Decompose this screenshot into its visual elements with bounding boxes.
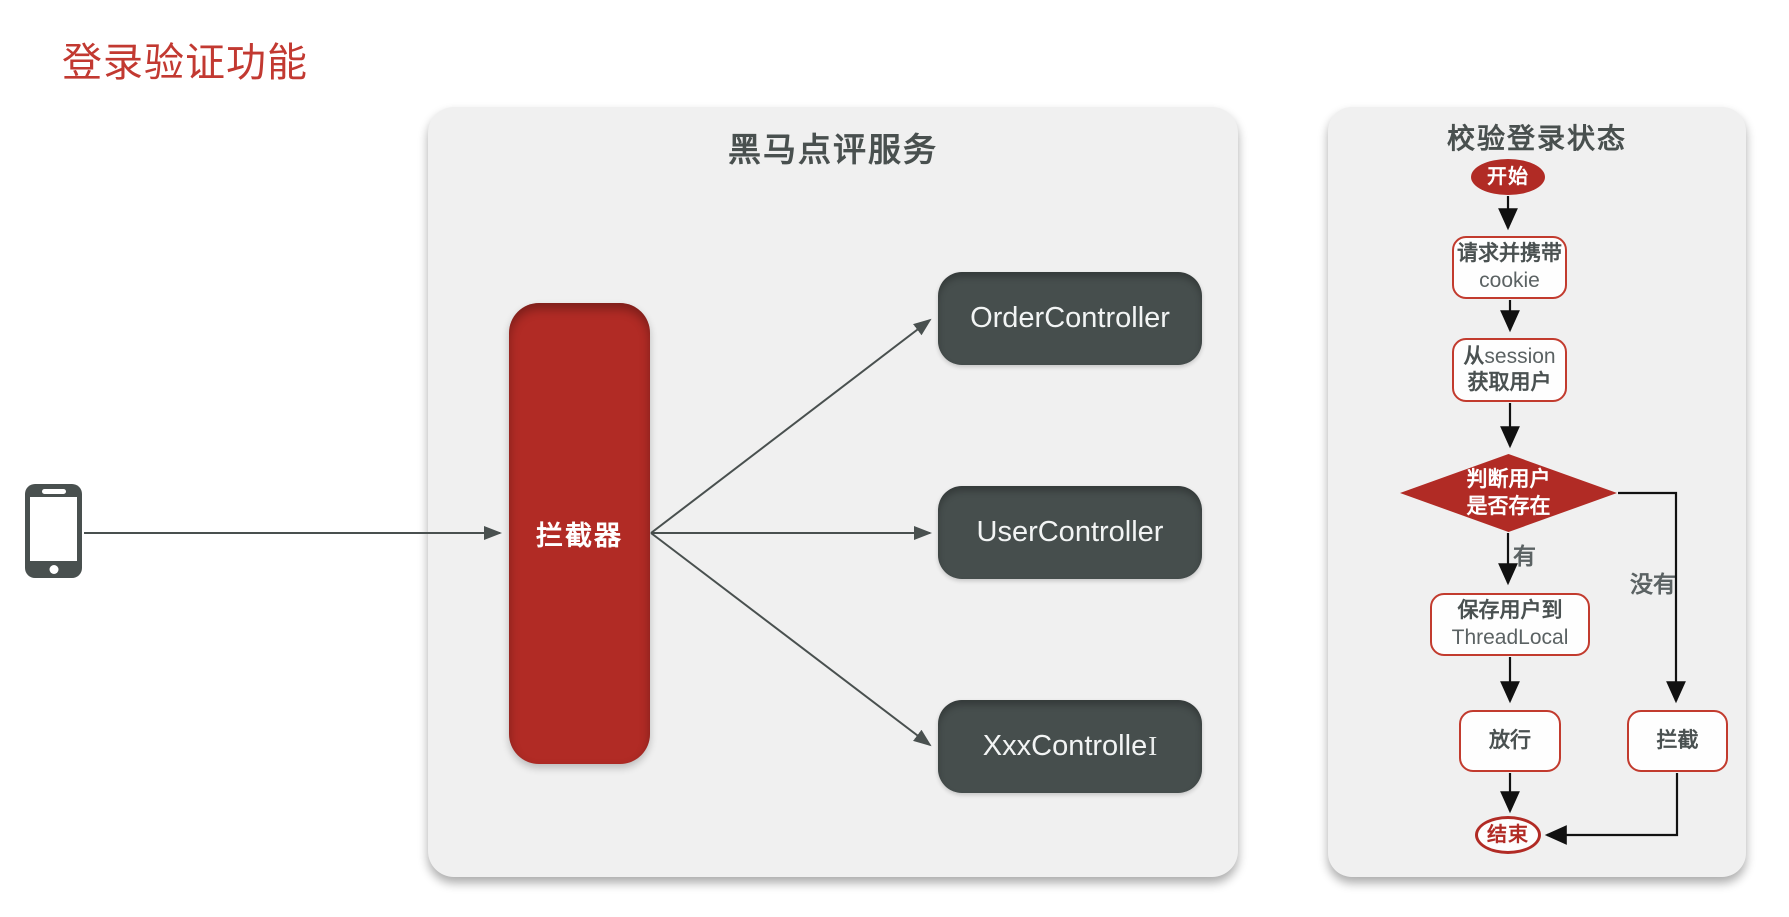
flow-save-line1: 保存用户到 xyxy=(1457,599,1563,623)
smartphone-icon[interactable] xyxy=(25,484,82,578)
flow-judge-line1: 判断用户 xyxy=(1466,467,1551,491)
order-controller-node[interactable]: OrderController xyxy=(938,272,1202,365)
flow-panel[interactable]: 校验登录状态 开始 请求并携带 cookie 从session 获取用户 判断用… xyxy=(1328,107,1746,877)
flow-request-line2: cookie xyxy=(1479,268,1540,292)
flow-start-label: 开始 xyxy=(1487,165,1529,188)
user-controller-node[interactable]: UserController xyxy=(938,486,1202,579)
flow-session-line1: 从session xyxy=(1463,344,1556,368)
page-title: 登录验证功能 xyxy=(62,40,308,85)
flow-intercept-node[interactable]: 拦截 xyxy=(1627,710,1728,772)
order-controller-label: OrderController xyxy=(970,302,1170,334)
flow-end-node[interactable]: 结束 xyxy=(1475,816,1541,854)
service-panel-nodes: 拦截器 OrderController UserController XxxCo… xyxy=(428,107,1238,877)
phone-speaker xyxy=(41,489,66,494)
edge-label-no: 没有 xyxy=(1630,571,1676,597)
service-panel-title: 黑马点评服务 xyxy=(728,131,938,168)
flow-save-line2: ThreadLocal xyxy=(1451,625,1569,649)
edge-label-yes: 有 xyxy=(1513,543,1536,569)
xxx-controller-label: XxxControlle xyxy=(982,730,1148,762)
phone-screen xyxy=(30,497,77,561)
flow-pass-node[interactable]: 放行 xyxy=(1459,710,1561,772)
flow-save-threadlocal-node[interactable]: 保存用户到 ThreadLocal xyxy=(1430,593,1590,656)
flow-request-line1: 请求并携带 xyxy=(1457,242,1562,266)
interceptor-label: 拦截器 xyxy=(536,521,623,551)
flow-intercept-label: 拦截 xyxy=(1656,728,1699,752)
flow-session-node[interactable]: 从session 获取用户 xyxy=(1452,338,1567,402)
flow-pass-label: 放行 xyxy=(1489,728,1531,752)
flow-request-cookie-node[interactable]: 请求并携带 cookie xyxy=(1452,236,1567,299)
flow-judge-line2: 是否存在 xyxy=(1466,495,1551,518)
interceptor-node[interactable]: 拦截器 xyxy=(509,303,650,764)
text-edit-cursor: I xyxy=(1148,731,1158,761)
phone-home-button xyxy=(49,565,58,574)
flow-end-label: 结束 xyxy=(1487,823,1529,846)
flow-panel-title: 校验登录状态 xyxy=(1446,123,1627,154)
flow-start-node[interactable]: 开始 xyxy=(1471,159,1545,195)
flow-judge-decision-node[interactable]: 判断用户 是否存在 xyxy=(1400,454,1617,532)
user-controller-label: UserController xyxy=(976,516,1164,548)
flow-session-line2: 获取用户 xyxy=(1467,371,1552,394)
